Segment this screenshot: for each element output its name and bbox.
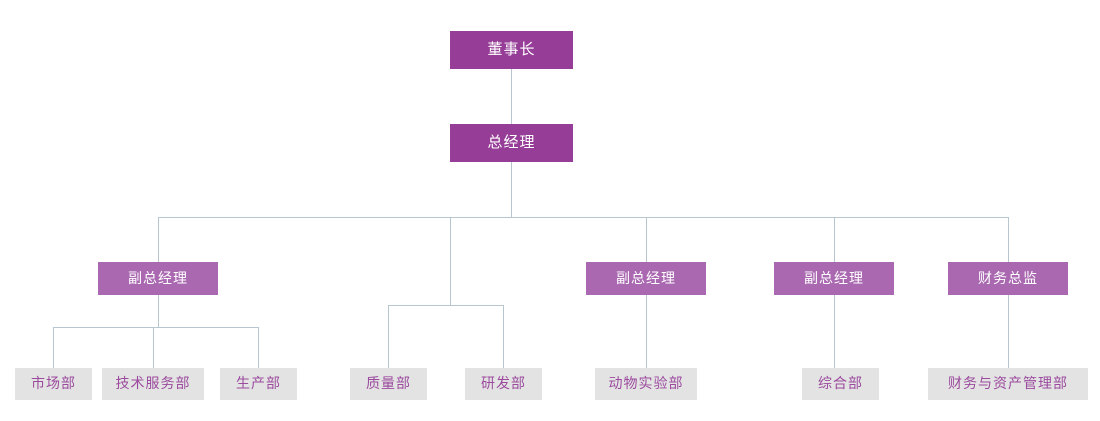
org-node-n3[interactable]: 副总经理	[586, 262, 706, 295]
connector-quality-rd-bus	[388, 305, 504, 306]
org-node-n2[interactable]: 副总经理	[98, 262, 218, 295]
connector-bus-drop-vp2	[646, 217, 647, 262]
org-node-n13[interactable]: 财务与资产管理部	[928, 368, 1088, 400]
connector-bus-drop-cfo	[1008, 217, 1009, 262]
org-node-n1[interactable]: 总经理	[450, 124, 573, 162]
connector-vp2-drop	[646, 295, 647, 368]
connector-vp3-drop	[834, 295, 835, 368]
org-node-n0[interactable]: 董事长	[450, 31, 573, 69]
connector-quality-drop	[388, 305, 389, 368]
org-node-n12[interactable]: 综合部	[802, 368, 879, 400]
org-node-n6[interactable]: 市场部	[15, 368, 92, 400]
connector-gm-drop-to-bus	[511, 162, 512, 217]
connector-bus-drop-vp1	[158, 217, 159, 262]
connector-bus-drop-quality-rd	[450, 217, 451, 305]
org-node-n11[interactable]: 动物实验部	[595, 368, 697, 400]
org-node-n4[interactable]: 副总经理	[774, 262, 894, 295]
connector-vp1-child-bus	[53, 327, 259, 328]
org-node-n7[interactable]: 技术服务部	[102, 368, 204, 400]
org-node-n9[interactable]: 质量部	[350, 368, 427, 400]
connector-bus-drop-vp3	[834, 217, 835, 262]
org-node-n8[interactable]: 生产部	[220, 368, 297, 400]
connector-vp1-leaf3-drop	[258, 327, 259, 368]
connector-level2-bus	[158, 217, 1009, 218]
connector-vp1-drop	[158, 295, 159, 327]
connector-vp1-leaf1-drop	[53, 327, 54, 368]
connector-chairman-to-gm	[511, 69, 512, 124]
connector-vp1-leaf2-drop	[153, 327, 154, 368]
connector-rd-drop	[503, 305, 504, 368]
org-node-n10[interactable]: 研发部	[465, 368, 542, 400]
connector-cfo-drop	[1008, 295, 1009, 368]
org-node-n5[interactable]: 财务总监	[948, 262, 1068, 295]
